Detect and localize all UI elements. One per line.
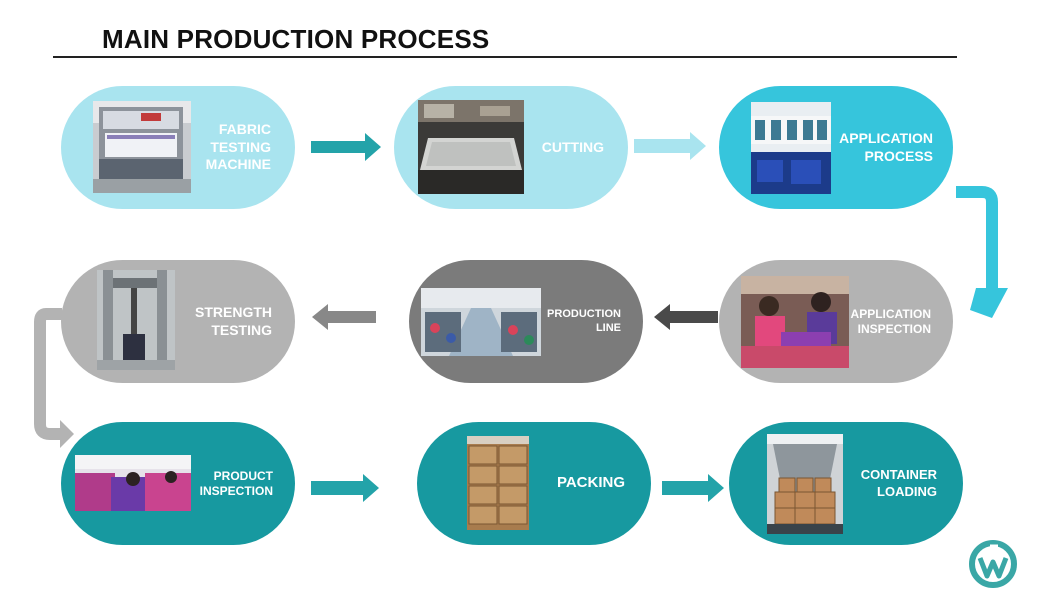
arrow-right-icon bbox=[311, 474, 379, 502]
step-label: CONTAINER LOADING bbox=[860, 467, 937, 499]
step-fabric-testing: FABRIC TESTING MACHINE bbox=[61, 86, 295, 209]
page-title: MAIN PRODUCTION PROCESS bbox=[102, 24, 490, 54]
arrow-right-icon bbox=[311, 133, 381, 161]
step-label: PACKING bbox=[556, 474, 625, 492]
step-label: CUTTING bbox=[541, 138, 604, 155]
step-label: APPLICATION PROCESS bbox=[839, 130, 933, 164]
cutting-table-photo bbox=[418, 100, 524, 194]
fabric-testing-machine-photo bbox=[93, 101, 191, 193]
arrow-right-icon bbox=[662, 474, 724, 502]
step-label: STRENGTH TESTING bbox=[195, 304, 272, 338]
step-label: PRODUCT INSPECTION bbox=[199, 468, 273, 498]
step-strength-testing: STRENGTH TESTING bbox=[61, 260, 295, 383]
connector-arrow-icon bbox=[956, 186, 1008, 318]
product-inspection-photo bbox=[75, 455, 191, 511]
carton-stack-photo bbox=[467, 436, 529, 530]
step-application-inspection: APPLICATION INSPECTION bbox=[719, 260, 953, 383]
embroidery-machine-photo bbox=[751, 102, 831, 194]
title-divider bbox=[53, 56, 957, 58]
step-production-line: PRODUCTION LINE bbox=[409, 260, 643, 383]
step-cutting: CUTTING bbox=[394, 86, 628, 209]
container-loading-photo bbox=[767, 434, 843, 534]
step-application-process: APPLICATION PROCESS bbox=[719, 86, 953, 209]
step-label: FABRIC TESTING MACHINE bbox=[205, 121, 271, 173]
workers-inspection-photo bbox=[741, 276, 849, 368]
company-logo-icon bbox=[969, 540, 1017, 588]
connector-arrow-icon bbox=[34, 308, 74, 448]
arrow-left-icon bbox=[654, 304, 718, 330]
factory-line-photo bbox=[421, 288, 541, 356]
step-label: APPLICATION INSPECTION bbox=[850, 306, 931, 336]
arrow-left-icon bbox=[312, 304, 376, 330]
step-product-inspection: PRODUCT INSPECTION bbox=[61, 422, 295, 545]
step-packing: PACKING bbox=[417, 422, 651, 545]
arrow-right-icon bbox=[634, 132, 706, 160]
strength-tester-photo bbox=[97, 270, 175, 370]
step-container-loading: CONTAINER LOADING bbox=[729, 422, 963, 545]
step-label: PRODUCTION LINE bbox=[547, 307, 621, 334]
